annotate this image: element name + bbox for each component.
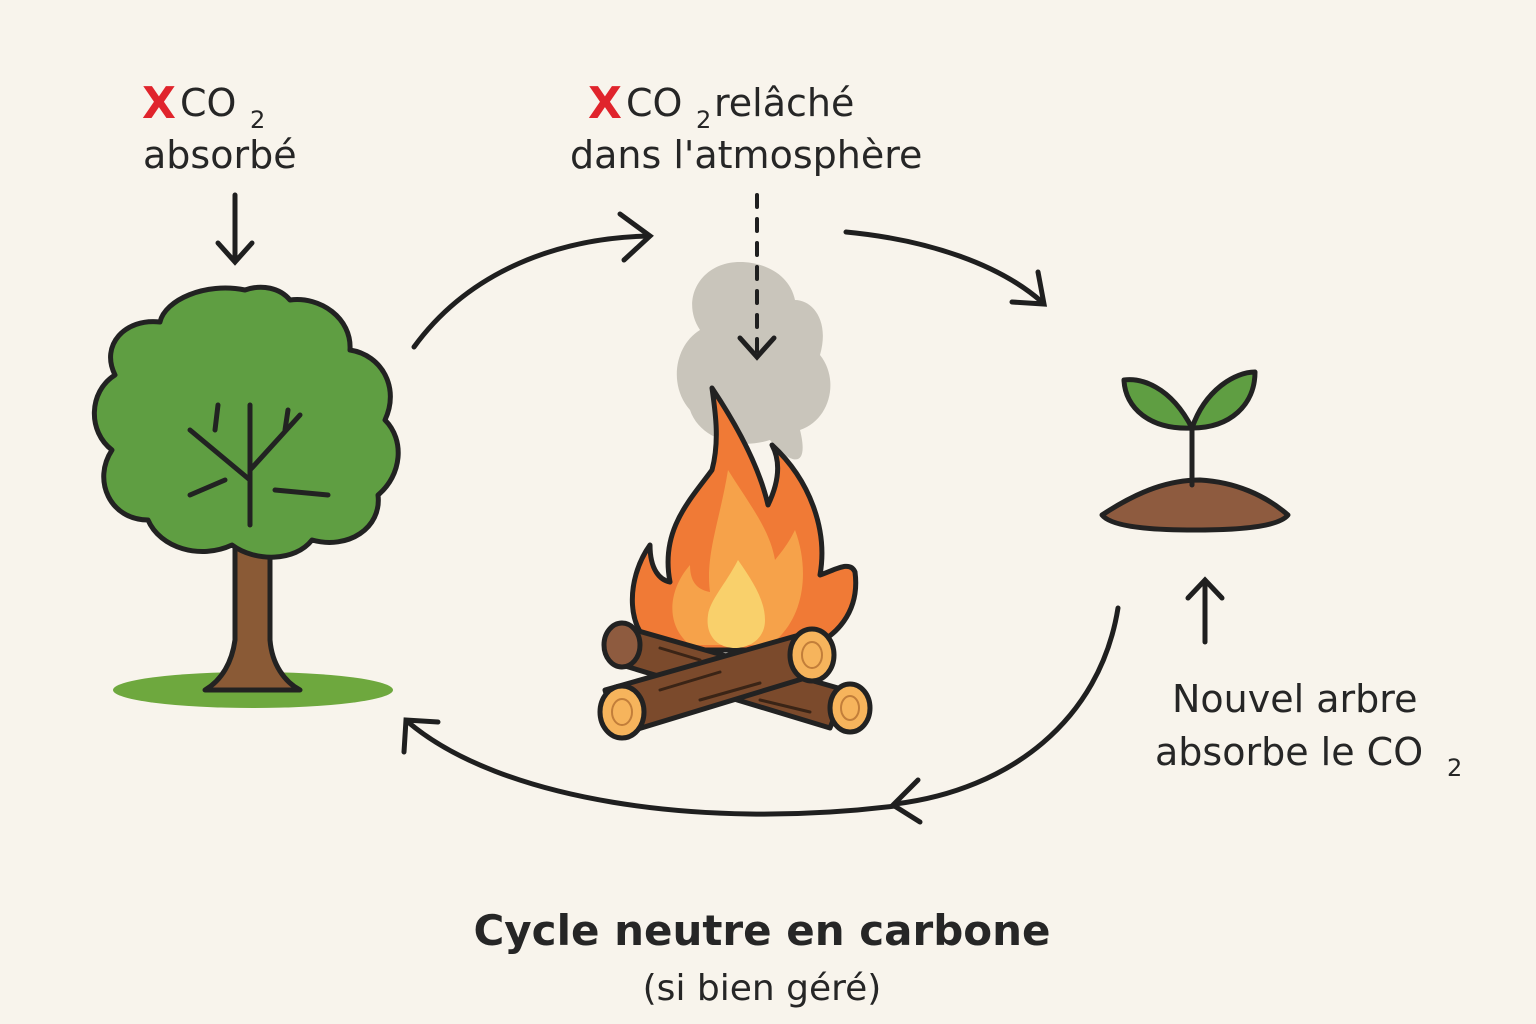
- caption: Cycle neutre en carbone (si bien géré): [473, 906, 1050, 1009]
- released-label: X CO 2 relâché dans l'atmosphère: [570, 78, 922, 177]
- absorbed-label: X CO 2 absorbé: [142, 78, 297, 177]
- cycle-arrow-sprout-to-bottom: [889, 605, 1121, 825]
- absorbed-co-text: CO: [180, 81, 236, 125]
- tree-icon: [91, 284, 401, 708]
- released-rest-text: relâché: [714, 81, 854, 125]
- absorbed-word: absorbé: [143, 133, 297, 177]
- cycle-arrow-fire-to-sprout: [843, 229, 1048, 307]
- new-tree-line1: Nouvel arbre: [1172, 677, 1417, 721]
- new-tree-subscript: 2: [1447, 754, 1462, 782]
- released-line2: dans l'atmosphère: [570, 133, 922, 177]
- absorb-down-arrow: [215, 192, 255, 266]
- x-mark-icon: X: [142, 78, 176, 129]
- release-dashed-arrow: [737, 193, 777, 361]
- released-subscript: 2: [696, 106, 711, 134]
- new-tree-line2: absorbe le CO: [1155, 730, 1423, 774]
- released-co-text: CO: [626, 81, 682, 125]
- caption-title: Cycle neutre en carbone: [473, 906, 1050, 955]
- cycle-arrow-tree-to-fire: [411, 211, 654, 350]
- new-tree-label: Nouvel arbre absorbe le CO 2: [1155, 677, 1462, 782]
- sprout-up-arrow: [1185, 576, 1225, 645]
- smoke-icon: [676, 262, 831, 460]
- cycle-arrow-bottom-to-tree: [401, 717, 898, 817]
- sprout-icon: [1099, 369, 1291, 533]
- caption-subtitle: (si bien géré): [643, 968, 882, 1009]
- campfire-icon: [597, 385, 873, 741]
- x-mark-icon: X: [588, 78, 622, 129]
- absorbed-subscript: 2: [250, 106, 265, 134]
